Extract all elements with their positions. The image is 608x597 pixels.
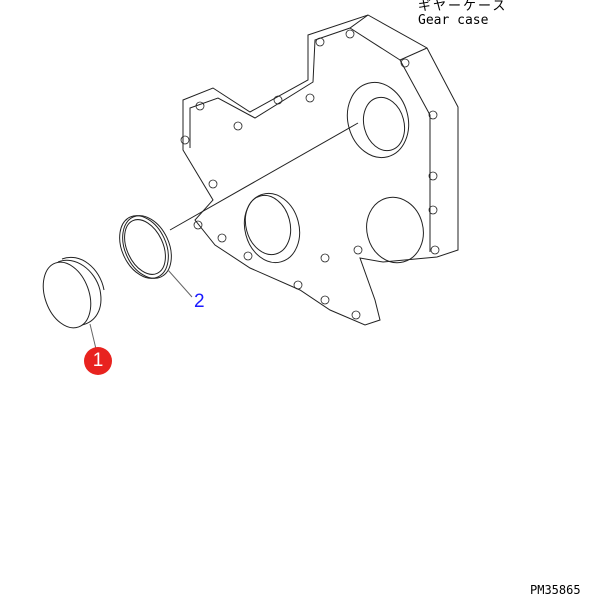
callout-leader-2 xyxy=(167,269,193,298)
drawing-code: PM35865 xyxy=(530,583,581,597)
callout-1[interactable]: 1 xyxy=(84,347,112,375)
callout-2[interactable]: 2 xyxy=(194,291,205,312)
gear-case-label-en: Gear case xyxy=(418,13,489,28)
cap-part-1[interactable] xyxy=(35,256,105,335)
gasket-part-2[interactable] xyxy=(110,208,181,286)
callout-leader-1 xyxy=(89,323,97,350)
gear-case-label-jp: ギヤーケース xyxy=(418,0,508,14)
leader-line-2 xyxy=(169,122,359,231)
gear-case[interactable] xyxy=(180,14,459,326)
